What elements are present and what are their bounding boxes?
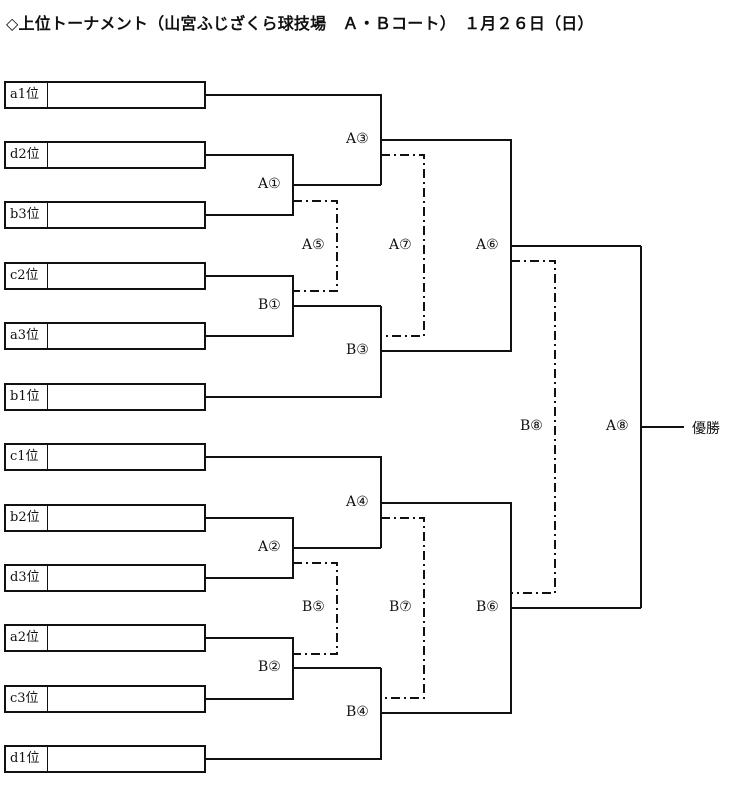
match-label-a3: A③	[344, 131, 371, 147]
seed-label: d2位	[6, 143, 48, 167]
seed-slot: d1位	[4, 745, 206, 773]
seed-label: b2位	[6, 506, 48, 530]
match-label-a2: A②	[256, 539, 283, 555]
seed-slot: d2位	[4, 141, 206, 169]
seed-slot: c2位	[4, 262, 206, 290]
seed-slot: c1位	[4, 443, 206, 471]
seed-label: c3位	[6, 687, 48, 711]
match-label-a1: A①	[256, 176, 283, 192]
match-label-b5: B⑤	[300, 599, 327, 615]
match-label-a6: A⑥	[474, 237, 501, 253]
seed-label: a1位	[6, 83, 48, 107]
seed-label: c1位	[6, 445, 48, 469]
seed-label: d1位	[6, 747, 48, 771]
match-label-a4: A④	[344, 494, 371, 510]
seed-label: a3位	[6, 324, 48, 348]
seed-label: b3位	[6, 203, 48, 227]
match-label-b1: B①	[256, 297, 283, 313]
seed-slot: a1位	[4, 81, 206, 109]
match-label-b4: B④	[344, 704, 371, 720]
match-label-b7: B⑦	[387, 599, 414, 615]
seed-slot: b3位	[4, 201, 206, 229]
match-label-a7: A⑦	[387, 237, 414, 253]
seed-slot: b1位	[4, 383, 206, 411]
match-label-b6: B⑥	[474, 599, 501, 615]
match-label-a5: A⑤	[300, 237, 327, 253]
page-title: ◇上位トーナメント（山宮ふじざくら球技場 Ａ・Ｂコート） １月２６日（日）	[6, 14, 594, 33]
match-label-b3: B③	[344, 342, 371, 358]
seed-slot: c3位	[4, 685, 206, 713]
seed-slot: a3位	[4, 322, 206, 350]
seed-label: d3位	[6, 566, 48, 590]
seed-label: c2位	[6, 264, 48, 288]
match-label-b2: B②	[256, 659, 283, 675]
seed-label: b1位	[6, 385, 48, 409]
seed-label: a2位	[6, 626, 48, 650]
match-label-a8: A⑧	[604, 418, 631, 434]
match-label-b8: B⑧	[518, 418, 545, 434]
seed-slot: d3位	[4, 564, 206, 592]
winner-label: 優勝	[692, 421, 720, 437]
seed-slot: a2位	[4, 624, 206, 652]
seed-slot: b2位	[4, 504, 206, 532]
